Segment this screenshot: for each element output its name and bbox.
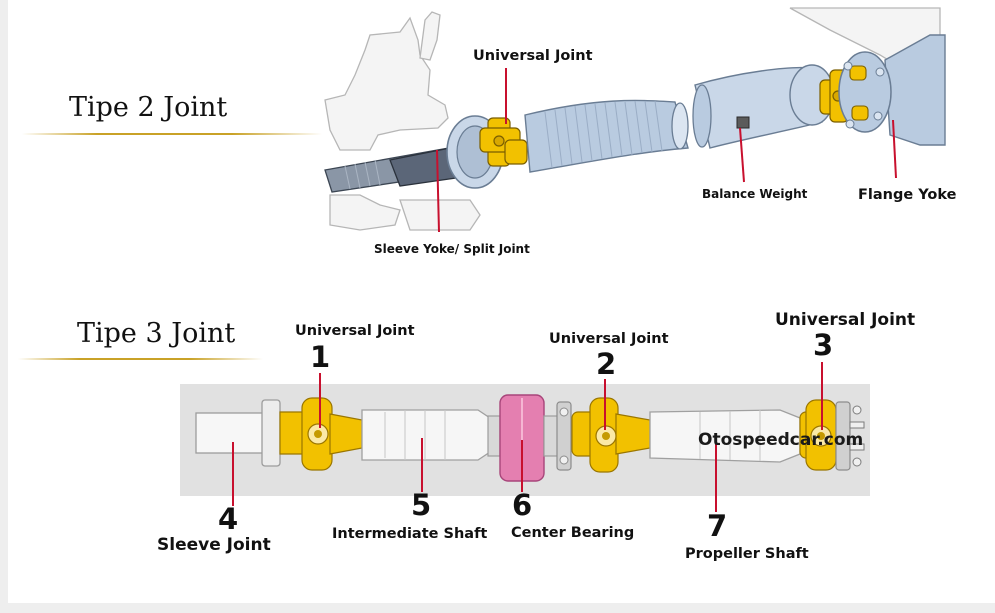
- callout-number-7: 7: [707, 509, 728, 543]
- callout-label-1: Universal Joint: [295, 323, 415, 339]
- tube-ribs: [544, 100, 663, 169]
- tipe2-callout-lines: [436, 68, 897, 233]
- callout-label-2: Universal Joint: [549, 331, 669, 347]
- tipe2-underline: [22, 133, 322, 135]
- tipe2-label-universal-joint: Universal Joint: [473, 48, 593, 64]
- callout-label-7: Propeller Shaft: [685, 546, 809, 562]
- watermark-text: Otospeedcar.com: [698, 430, 864, 450]
- callout-label-4: Sleeve Joint: [157, 535, 271, 555]
- callout-number-4: 4: [218, 502, 239, 536]
- tipe3-underline: [18, 358, 263, 360]
- callout-label-3: Universal Joint: [775, 310, 916, 330]
- intermediate-shaft: [361, 409, 491, 461]
- callout-number-3: 3: [813, 328, 834, 362]
- tipe2-universal-joint-front: [479, 117, 528, 167]
- callout-number-5: 5: [411, 488, 432, 522]
- callout-label-6: Center Bearing: [511, 525, 635, 541]
- callout-number-6: 6: [512, 488, 533, 522]
- left-border: [0, 0, 8, 613]
- tipe3-universal-joint-2: [571, 397, 651, 473]
- differential-housing: [884, 34, 946, 146]
- callout-number-2: 2: [596, 347, 617, 381]
- balance-weight-block: [736, 116, 750, 129]
- bottom-border: [0, 603, 995, 613]
- spline-lines: [344, 159, 381, 190]
- rear-flange: [835, 401, 851, 471]
- tipe2-label-balance-weight: Balance Weight: [702, 187, 808, 201]
- tipe2-label-flange-yoke: Flange Yoke: [858, 187, 957, 203]
- tipe3-title: Tipe 3 Joint: [77, 318, 236, 349]
- tipe3-universal-joint-1: [279, 397, 363, 471]
- tipe2-label-sleeve-yoke: Sleeve Yoke/ Split Joint: [374, 242, 530, 256]
- tipe3-callout-lines: [232, 362, 823, 512]
- tipe2-title: Tipe 2 Joint: [69, 92, 228, 123]
- callout-label-5: Intermediate Shaft: [332, 526, 488, 542]
- callout-number-1: 1: [310, 340, 331, 374]
